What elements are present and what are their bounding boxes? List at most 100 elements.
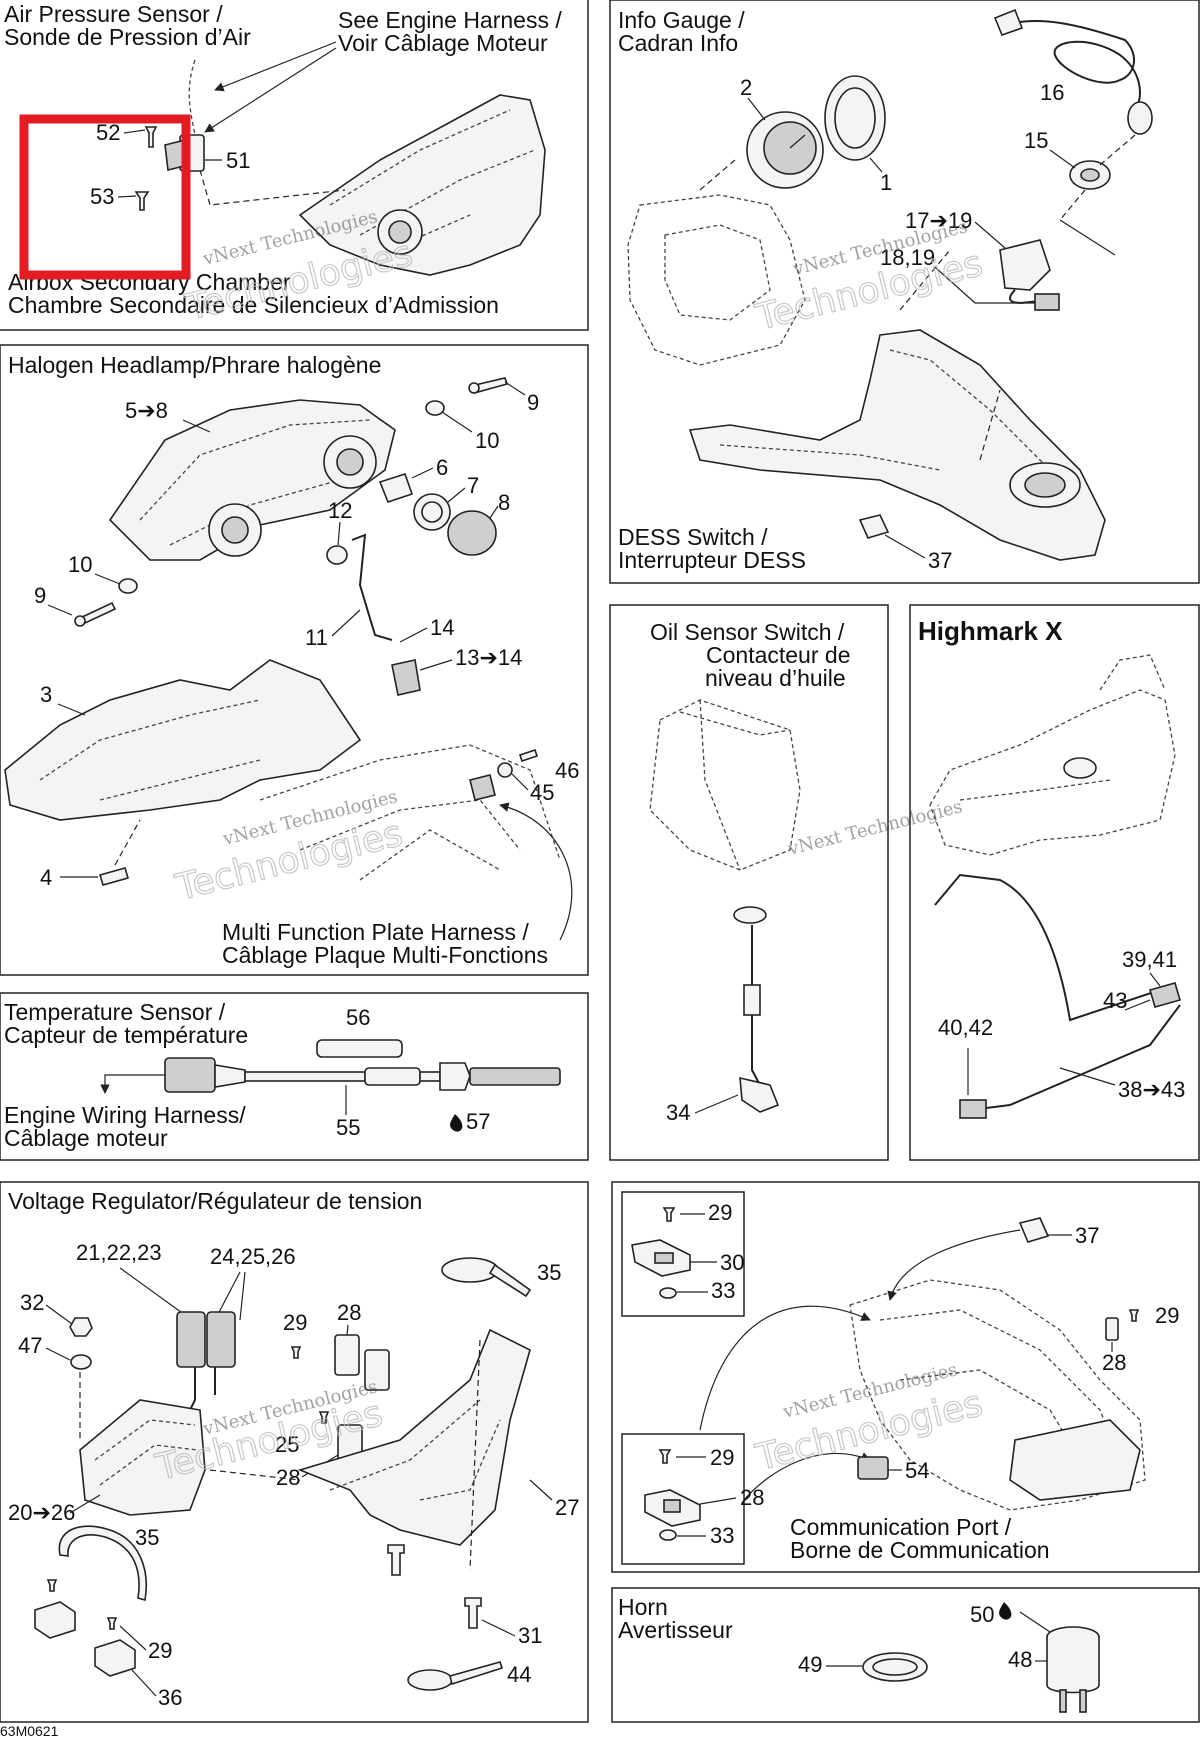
callout-29a: 29 bbox=[283, 1310, 307, 1335]
leader-18-19 bbox=[935, 267, 1035, 304]
bolt-31 bbox=[464, 1597, 482, 1629]
leader-10a bbox=[441, 411, 473, 433]
panel-comm-inset-top bbox=[621, 1191, 745, 1317]
callout-56: 56 bbox=[346, 1005, 370, 1030]
harness-wire-11 bbox=[351, 533, 393, 641]
temp-harness-arrow bbox=[100, 1074, 165, 1094]
section-horn: Horn Avertisseur 49 48 50 bbox=[618, 1594, 1100, 1713]
leader-13-14 bbox=[419, 659, 453, 671]
headlamp-title: Halogen Headlamp/Phrare halogène bbox=[8, 352, 381, 378]
highmark-harness bbox=[934, 873, 1161, 1022]
leader-27 bbox=[529, 1479, 553, 1501]
temperature-title-2: Capteur de température bbox=[4, 1022, 248, 1048]
dess-connector bbox=[1034, 293, 1060, 311]
callout-1: 1 bbox=[880, 170, 892, 195]
panel-headlamp bbox=[0, 344, 589, 976]
leader-32 bbox=[45, 1304, 73, 1325]
callout-35b: 35 bbox=[135, 1525, 159, 1550]
callout-28c: 28 bbox=[1102, 1350, 1126, 1375]
temp-connector-boot bbox=[214, 1064, 246, 1088]
callout-51: 51 bbox=[226, 148, 250, 173]
regulator-fins bbox=[94, 1419, 199, 1486]
screw-29d bbox=[1128, 1309, 1140, 1322]
callout-29e: 29 bbox=[710, 1445, 734, 1470]
grommet-12 bbox=[326, 545, 348, 565]
panel-air-pressure bbox=[0, 0, 589, 331]
temp-sensor-thread bbox=[469, 1067, 561, 1086]
leader-9a bbox=[504, 381, 526, 396]
panel-temperature bbox=[0, 992, 589, 1161]
panel-highmark bbox=[909, 604, 1200, 1161]
leader-36 bbox=[131, 1669, 157, 1697]
callout-9a: 9 bbox=[527, 390, 539, 415]
clip-37a bbox=[858, 514, 890, 539]
leader-45 bbox=[511, 773, 529, 791]
drop-icon bbox=[450, 1114, 463, 1132]
section-info-gauge: Info Gauge / Cadran Info 2 1 16 15 17➔ bbox=[618, 7, 1153, 573]
mfp-connector bbox=[469, 774, 496, 801]
inset-washer-33b bbox=[659, 1529, 677, 1541]
airbox-port-inner bbox=[388, 220, 412, 244]
callout-11: 11 bbox=[305, 625, 328, 650]
nut-32 bbox=[69, 1317, 93, 1337]
retainer-ring-7-inner bbox=[421, 501, 443, 523]
highmark-cap bbox=[1063, 757, 1097, 779]
callout-24-26: 24,25,26 bbox=[210, 1244, 296, 1269]
callout-7: 7 bbox=[467, 473, 479, 498]
handlebar-console bbox=[688, 329, 1106, 561]
ski-doo-panel bbox=[1009, 1419, 1141, 1501]
bracket-dash bbox=[209, 1469, 301, 1481]
callout-4: 4 bbox=[40, 865, 52, 890]
air-pressure-title-2: Sonde de Pression d’Air bbox=[4, 24, 251, 50]
leader-39-41 bbox=[1149, 972, 1161, 987]
airbox-label-2: Chambre Secondaire de Silencieux d’Admis… bbox=[8, 292, 499, 318]
callout-10a: 10 bbox=[475, 428, 499, 453]
leader-15 bbox=[1049, 149, 1076, 169]
callout-57: 57 bbox=[466, 1109, 490, 1134]
voltage-regulator bbox=[79, 1399, 206, 1516]
callout-40-42: 40,42 bbox=[938, 1015, 993, 1040]
screw-29b bbox=[46, 1579, 58, 1592]
callout-54: 54 bbox=[905, 1458, 929, 1483]
leader-12 bbox=[337, 521, 341, 546]
inset-plate-2 bbox=[663, 1499, 681, 1513]
panel-comm-port bbox=[611, 1181, 1200, 1573]
highmark-lead bbox=[985, 1004, 1181, 1109]
section-air-pressure: Air Pressure Sensor / Sonde de Pression … bbox=[4, 1, 562, 330]
oil-tank bbox=[649, 699, 801, 871]
clip-holder-a bbox=[34, 1601, 76, 1639]
console-cowl-inner bbox=[664, 224, 771, 321]
temp-sensor-hex bbox=[439, 1062, 471, 1091]
clip-37b bbox=[1018, 1217, 1050, 1243]
dess-tether-clip bbox=[993, 8, 1024, 37]
callout-13-14: 13➔14 bbox=[455, 645, 522, 670]
bulb-6 bbox=[378, 473, 414, 503]
dess-key bbox=[1127, 101, 1153, 135]
cable-tie-35a-tail bbox=[488, 1263, 532, 1298]
callout-8: 8 bbox=[498, 490, 510, 515]
callout-34: 34 bbox=[666, 1100, 690, 1125]
leader-37a bbox=[884, 534, 926, 559]
callout-31: 31 bbox=[518, 1623, 542, 1648]
callout-48: 48 bbox=[1008, 1647, 1032, 1672]
highmark-title: Highmark X bbox=[918, 616, 1063, 646]
inset-arrow-bottom bbox=[743, 1452, 871, 1501]
section-comm-port: 29 30 33 29 28 33 37 29 28 bbox=[631, 1200, 1179, 1563]
leader-28d bbox=[699, 1497, 737, 1505]
clip-37b-arrow bbox=[887, 1229, 1021, 1301]
oil-sensor-title-2: Contacteur de bbox=[706, 642, 850, 668]
section-oil-sensor: Oil Sensor Switch / Contacteur de niveau… bbox=[649, 619, 965, 1125]
callout-29b: 29 bbox=[148, 1638, 172, 1663]
engine-harness-label-1: Engine Wiring Harness/ bbox=[4, 1102, 246, 1128]
callout-10b: 10 bbox=[68, 552, 92, 577]
dess-dash-1 bbox=[1099, 134, 1136, 166]
gauge-leader-dash bbox=[699, 159, 736, 191]
section-temperature: Temperature Sensor / Capteur de températ… bbox=[4, 999, 561, 1151]
headlamp-edges bbox=[139, 419, 371, 546]
callout-37b: 37 bbox=[1075, 1223, 1099, 1248]
dess-frame-line bbox=[1059, 219, 1116, 256]
screw-46 bbox=[518, 748, 539, 763]
mfp-harness-arrow bbox=[499, 802, 573, 941]
section-voltage: Voltage Regulator/Régulateur de tension … bbox=[8, 1188, 579, 1710]
panel-horn bbox=[611, 1587, 1200, 1723]
